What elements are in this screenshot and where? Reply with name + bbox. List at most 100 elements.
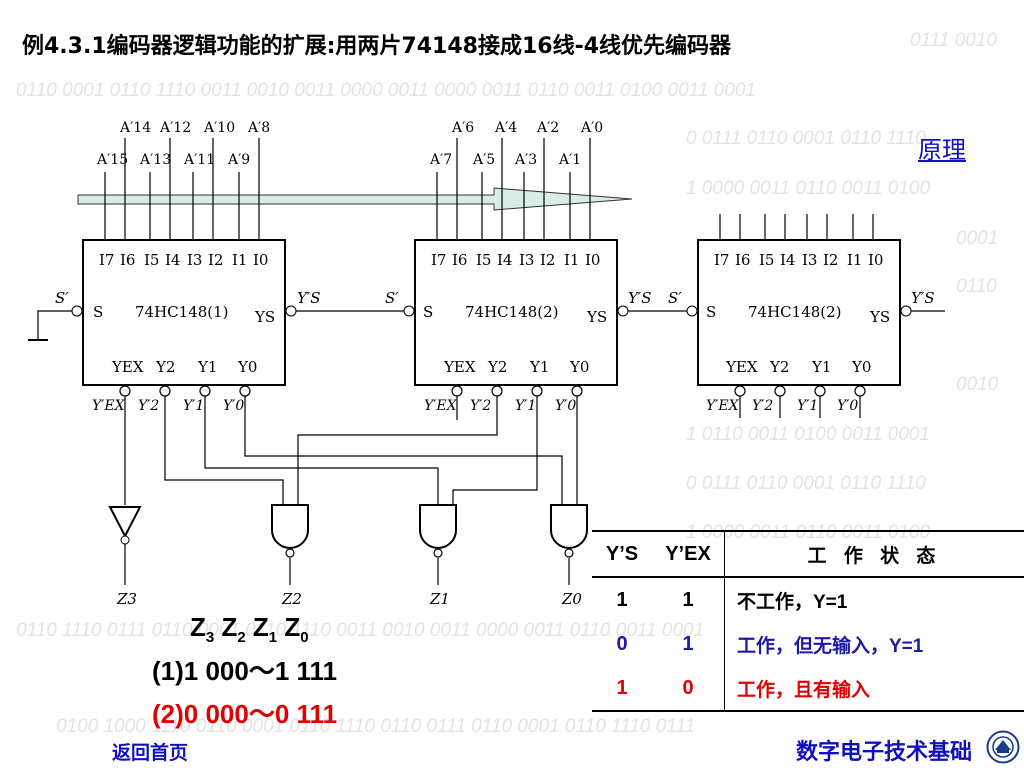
pin-label: I6 [452,251,467,269]
pin-label: I2 [540,251,555,269]
chip1-input-label: A′13 [139,152,171,168]
s-prime-label: S′ [385,289,399,307]
chip2-input-label: A′0 [580,120,603,136]
col-yex-header: Y’EX [652,530,725,578]
cell-yex: 1 [652,577,725,622]
chip1-input-wires [104,138,260,240]
chip1-input-label: A′10 [203,120,235,136]
out-prime-label: Y′2 [470,398,491,414]
chip2-input-label: A′2 [536,120,559,136]
principle-link[interactable]: 原理 [918,136,966,164]
pin-label: I0 [585,251,600,269]
pin-label: I4 [497,251,512,269]
s-prime-label: S′ [55,289,69,307]
pin-label: YEX [111,358,144,376]
chip1-input-label: A′8 [247,120,270,136]
out-prime-label: Y′2 [752,398,773,414]
inverter-z3 [108,506,142,545]
pin-label: I1 [232,251,247,269]
table-row: 1 1 不工作，Y=1 [592,577,1024,622]
cell-state: 工作，且有输入 [724,666,1024,712]
output-label-z0: Z0 [561,590,582,608]
pin-label: I1 [564,251,579,269]
university-logo-icon [986,730,1020,764]
chip1-input-label: A′9 [227,152,250,168]
pin-label: I7 [431,251,446,269]
out-prime-label: Y′0 [555,398,576,414]
pin-label: S [706,303,716,321]
cell-ys: 0 [616,632,628,655]
pin-label: S [423,303,433,321]
pin-label: I3 [519,251,534,269]
slide-title: 例4.3.1编码器逻辑功能的扩展:用两片74148接成16线-4线优先编码器 [22,34,732,59]
out-prime-label: Y′EX [424,398,458,414]
col-ys-header: Y’S [592,530,652,578]
pin-label: YS [869,308,890,326]
pin-label: I7 [714,251,729,269]
ys-prime-label: Y′S [628,289,652,307]
col-state-header: 工 作 状 态 [724,530,1024,578]
chip1-input-label: A′14 [119,120,151,136]
nand-gate-z0 [550,504,588,558]
pin-label: I0 [253,251,268,269]
out-prime-label: Y′0 [837,398,858,414]
cell-ys: 1 [592,666,652,712]
chip2-input-label: A′5 [472,152,495,168]
chip2-input-label: A′3 [514,152,537,168]
pin-label: Y2 [155,358,175,376]
pin-label: Y2 [769,358,789,376]
cell-state: 不工作，Y=1 [737,591,848,613]
code-range-chip1: (1)1 000～1 111 [152,656,338,686]
pin-label: I0 [868,251,883,269]
chip2-input-label: A′4 [494,120,517,136]
chip1-name: 74HC148(1) [135,303,229,321]
pin-label: Y1 [529,358,549,376]
ys-prime-label: Y′S [911,289,935,307]
pin-label: I3 [187,251,202,269]
cell-state: 工作，但无输入，Y=1 [737,635,924,657]
chip1-input-label: A′12 [159,120,191,136]
pin-label: Y0 [851,358,871,376]
pin-label: YEX [725,358,758,376]
out-prime-label: Y′EX [92,398,126,414]
output-wiring [124,396,578,585]
out-prime-label: Y′EX [706,398,740,414]
out-prime-label: Y′1 [183,398,204,414]
pin-label: I2 [208,251,223,269]
chip2-name: 74HC148(2) [465,303,559,321]
pin-label: I3 [802,251,817,269]
pin-label: I2 [823,251,838,269]
chip3-name: 74HC148(2) [748,303,842,321]
flow-arrow [77,187,633,211]
nand-gate-z2 [271,504,309,558]
pin-label: I6 [120,251,135,269]
chip-74hc148-1: A′14 A′12 A′10 A′8 A′15 A′13 A′11 A′9 I7… [28,120,410,414]
pin-label: Y1 [811,358,831,376]
footer-brand: 数字电子技术基础 [796,740,973,765]
pin-label: YS [254,308,275,326]
pin-label: Y1 [197,358,217,376]
pin-label: I5 [476,251,491,269]
chip2-input-label: A′6 [451,120,474,136]
z-output-header: Z3 Z2 Z1 Z0 [190,612,309,647]
chip2-input-label: A′1 [558,152,581,168]
cell-ys: 1 [616,588,628,611]
ys-prime-label: Y′S [297,289,321,307]
pin-label: S [93,303,103,321]
pin-label: Y2 [487,358,507,376]
pin-label: I6 [735,251,750,269]
output-label-z1: Z1 [429,590,450,608]
chip-74hc148-3: I7 I6 I5 I4 I3 I2 I1 I0 S 74HC148(2) YS … [686,214,945,418]
output-label-z3: Z3 [116,590,137,608]
chip-74hc148-2: A′6 A′4 A′2 A′0 A′7 A′5 A′3 A′1 I7 I6 I5… [385,120,692,414]
pin-label: I4 [780,251,795,269]
cell-yex: 1 [652,622,725,666]
table-row: 0 1 工作，但无输入，Y=1 [592,622,1024,666]
pin-label: I7 [99,251,114,269]
back-to-home-link[interactable]: 返回首页 [112,742,189,764]
pin-label: I1 [847,251,862,269]
s-prime-label: S′ [668,289,682,307]
